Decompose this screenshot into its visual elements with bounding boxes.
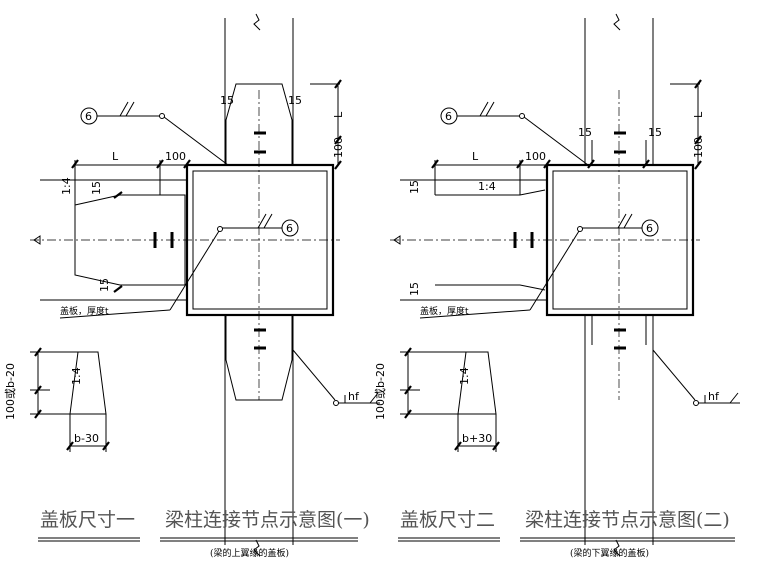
dim-100-right: 100 (525, 150, 546, 163)
dim-L-left: L (112, 150, 119, 163)
dim-100-upper-right: 100 (692, 137, 705, 158)
title-cover-size-one: 盖板尺寸一 (40, 509, 135, 531)
detail-one (30, 13, 380, 557)
dim-15-beam-left: 15 (90, 181, 103, 195)
cover-plate-label-right: 盖板，厚度t (420, 305, 469, 317)
weld-no-right-b: 6 (646, 222, 653, 235)
dim-100-upper-left: 100 (332, 137, 345, 158)
cover-width-a: b-30 (74, 432, 99, 445)
dim-15-beam-right-b: 15 (408, 282, 421, 296)
title-node-one: 梁柱连接节点示意图(一) (165, 509, 370, 531)
dim-15-left-b: 15 (288, 94, 302, 107)
dim-L-right: L (472, 150, 479, 163)
cover-width-b: b+30 (462, 432, 492, 445)
note-node-two: (梁的下翼缘的盖板) (570, 547, 649, 559)
detail-two (390, 13, 740, 557)
dim-L-upper-left: L (332, 111, 345, 118)
weld-symbols-right (419, 101, 740, 406)
hf-left: hf (348, 390, 360, 403)
lower-column-right (584, 315, 654, 557)
weld-no-left-b: 6 (286, 222, 293, 235)
weld-no-left-a: 6 (85, 110, 92, 123)
weld-symbols-left (59, 101, 380, 406)
note-node-one: (梁的上翼缘的盖板) (210, 547, 289, 559)
dim-15-right-a: 15 (578, 126, 592, 139)
upper-column-left (224, 13, 294, 165)
cover-len-right: 100或b-20 (374, 363, 387, 420)
dimensions-left (71, 79, 342, 293)
slope-cover-right: 1:4 (458, 367, 471, 385)
weld-no-right-a: 6 (445, 110, 452, 123)
dim-15-beam-left-b: 15 (98, 278, 111, 292)
dim-15-left-a: 15 (220, 94, 234, 107)
dimension-text: L 100 15 15 L 100 1:4 15 15 6 6 hf 1:4 1… (4, 94, 720, 445)
dim-L-upper-right: L (692, 111, 705, 118)
lower-column-left (224, 314, 294, 557)
title-cover-size-two: 盖板尺寸二 (400, 509, 495, 531)
dim-15-beam-right: 15 (408, 180, 421, 194)
title-node-two: 梁柱连接节点示意图(二) (525, 509, 730, 531)
dimensions-right (431, 79, 702, 195)
dim-slope-left: 1:4 (60, 177, 73, 195)
cover-len-left: 100或b-20 (4, 363, 17, 420)
cover-plate-size-one (30, 347, 110, 452)
slope-cover-left: 1:4 (70, 367, 83, 385)
cover-plate-label-left: 盖板，厚度t (60, 305, 109, 317)
hf-right: hf (708, 390, 720, 403)
titles: 盖板尺寸一 梁柱连接节点示意图(一) (梁的上翼缘的盖板) 盖板尺寸二 梁柱连接… (38, 509, 735, 559)
dim-slope-right: 1:4 (478, 180, 496, 193)
cover-plate-size-two (400, 347, 500, 452)
dim-15-right-b: 15 (648, 126, 662, 139)
dim-100-left: 100 (165, 150, 186, 163)
beam-right (393, 179, 547, 301)
